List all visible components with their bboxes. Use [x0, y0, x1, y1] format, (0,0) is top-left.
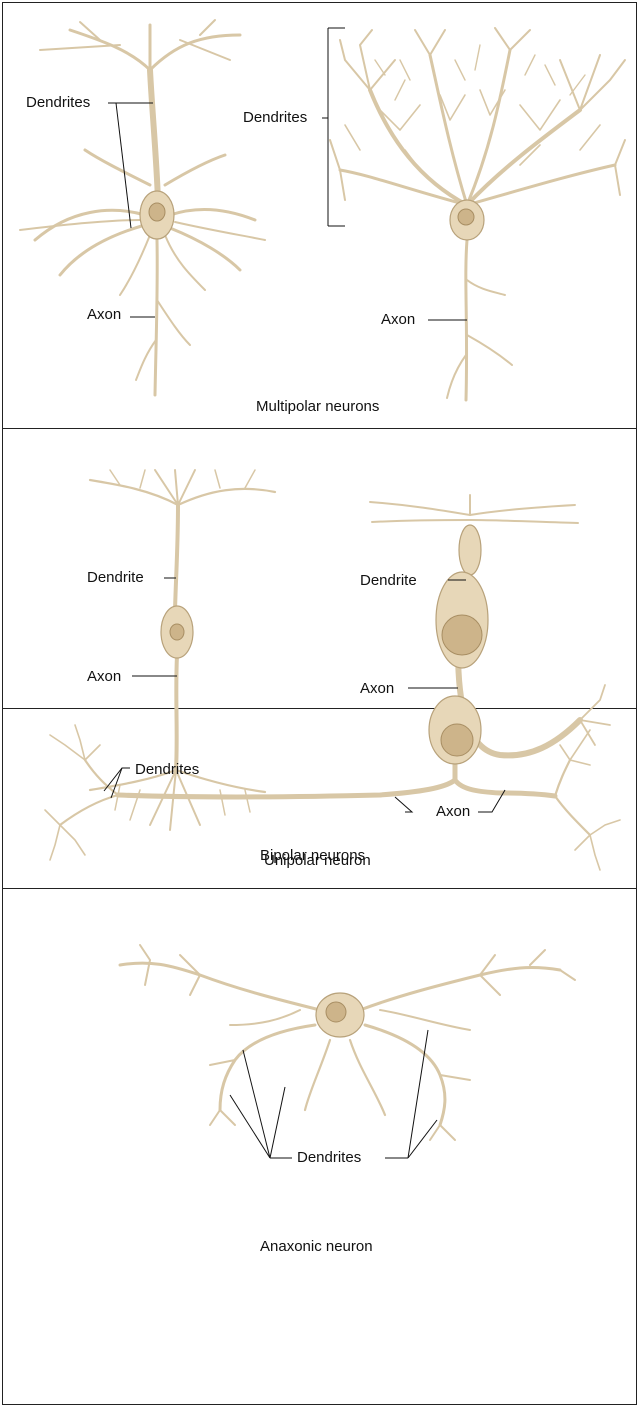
caption-unipolar: Unipolar neuron — [264, 853, 371, 868]
multipolar-soma-right — [450, 200, 484, 240]
label-dendrites-unipolar: Dendrites — [135, 762, 199, 777]
label-axon-multipolar-right: Axon — [381, 312, 415, 327]
bipolar-neuron-right — [370, 495, 610, 755]
caption-anaxonic: Anaxonic neuron — [260, 1239, 373, 1254]
anaxonic-neuron — [120, 945, 575, 1140]
unipolar-soma — [429, 696, 481, 764]
label-dendrite-bipolar-right: Dendrite — [360, 573, 417, 588]
label-axon-multipolar-left: Axon — [87, 307, 121, 322]
label-dendrites-anaxonic: Dendrites — [297, 1150, 361, 1165]
label-dendrites-multipolar-right: Dendrites — [243, 110, 307, 125]
label-axon-bipolar-right: Axon — [360, 681, 394, 696]
bipolar-soma-left — [161, 606, 193, 658]
caption-multipolar: Multipolar neurons — [256, 399, 379, 414]
bipolar-soma-right — [436, 525, 488, 668]
label-axon-unipolar: Axon — [436, 804, 470, 819]
multipolar-soma-left — [140, 191, 174, 239]
label-axon-bipolar-left: Axon — [87, 669, 121, 684]
label-dendrite-bipolar-left: Dendrite — [87, 570, 144, 585]
multipolar-leader-lines — [108, 28, 467, 320]
label-dendrites-multipolar-left: Dendrites — [26, 95, 90, 110]
anaxonic-soma — [316, 993, 364, 1037]
anaxonic-leader-lines — [230, 1030, 437, 1158]
